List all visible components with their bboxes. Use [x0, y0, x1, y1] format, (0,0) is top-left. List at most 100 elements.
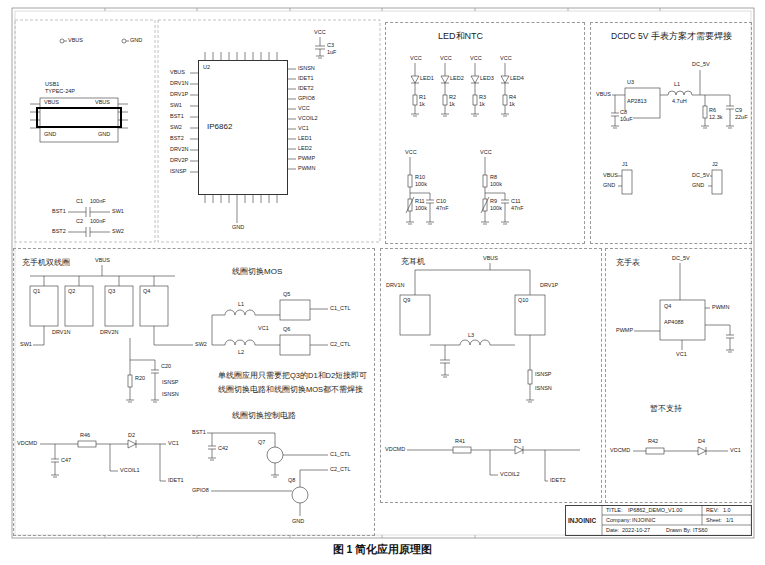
dual-coil-bridge [65, 286, 93, 326]
net-label: D4 [698, 439, 705, 445]
net-label: Q2 [68, 289, 75, 295]
title-cell-text: INJOINIC [568, 518, 596, 525]
earphone-bridge [440, 345, 450, 377]
net-label: VCOIL1 [120, 468, 140, 474]
net-label: VDCMD [17, 441, 37, 447]
net-label: DRV2N [170, 147, 189, 153]
net-label: 100nF [90, 199, 106, 205]
net-label: DC_5V [672, 256, 690, 262]
note-text: 线圈切换电路和线圈切换MOS都不需焊接 [218, 386, 363, 394]
region-boundary [158, 20, 380, 242]
net-label: 47nF [511, 206, 524, 212]
net-label: R4 [509, 95, 516, 101]
net-label: VC1 [730, 448, 741, 454]
net-label: J2 [712, 162, 718, 168]
net-label: R6 [709, 108, 716, 114]
dcdc-circuit [712, 170, 722, 194]
net-label: C2 [76, 219, 83, 225]
net-label: LED3 [480, 76, 494, 82]
net-label: C9 [735, 108, 742, 114]
led-symbol [503, 95, 507, 105]
net-label: ISNSN [535, 386, 552, 392]
earphone-bridge [528, 370, 532, 384]
ntc-divider [408, 199, 412, 211]
net-label: C1_CTL [330, 452, 350, 458]
usb-connector [30, 98, 128, 142]
net-label: USB1 [45, 82, 59, 88]
net-label: GND [98, 132, 110, 138]
net-label: 100k [415, 182, 427, 188]
dual-coil-bridge [30, 265, 175, 286]
net-label: C2_CTL [330, 467, 350, 473]
title-cell-text: Date: [606, 528, 619, 534]
net-label: R46 [80, 433, 90, 439]
net-label: IDET2 [298, 86, 314, 92]
dual-coil-bridge [128, 375, 132, 387]
coil-switch-mos [280, 335, 310, 355]
capacitor-symbol [315, 37, 325, 58]
section-heading: DCDC 5V 手表方案才需要焊接 [611, 32, 732, 41]
net-label: SW1 [112, 209, 124, 215]
net-label: DRV1P [540, 283, 558, 289]
net-label: L1 [238, 302, 244, 308]
ntc-divider [483, 175, 487, 187]
coil-switch-control [211, 470, 328, 516]
net-label: DRV2N [100, 330, 119, 336]
dual-coil-bridge [140, 286, 168, 326]
net-label: D3 [514, 439, 521, 445]
ic-pins [190, 73, 198, 172]
ntc-divider [483, 199, 487, 211]
net-label: VCC [410, 56, 422, 62]
net-label: SW2 [112, 229, 124, 235]
note-text: 线圈切换控制电路 [232, 412, 296, 420]
led-symbol [411, 63, 419, 116]
net-label: C1 [76, 199, 83, 205]
net-label: VC1 [258, 326, 269, 332]
coil-voltage-detect [78, 441, 96, 447]
net-label: TYPEC-24P [45, 89, 75, 95]
chip-label: IP6862 [207, 123, 232, 131]
net-label: LED1 [420, 76, 434, 82]
coil-switch-control [271, 455, 328, 477]
net-label: 100k [490, 206, 502, 212]
coil-switch-control [207, 433, 328, 516]
net-label: BST2 [170, 136, 184, 142]
net-label: 4.7uH [672, 99, 687, 105]
earphone-bridge [400, 263, 580, 481]
net-label: R2 [449, 95, 456, 101]
net-label: 100k [490, 182, 502, 188]
net-label: VDCMD [610, 448, 630, 454]
net-label: LED2 [450, 76, 464, 82]
sheet-border [105, 8, 660, 538]
net-label: J1 [622, 162, 628, 168]
title-block: TITLE:IP6862_DEMO_V1.00REV:1.0Company:IN… [565, 505, 752, 536]
earphone-bridge [515, 295, 545, 335]
net-label: GND [232, 225, 244, 231]
net-label: 1k [449, 102, 455, 108]
usb-connector [30, 104, 128, 128]
net-label: VBUS [596, 92, 611, 98]
net-label: ISNSN [162, 392, 179, 398]
net-label: PWMP [298, 156, 315, 162]
test-point [60, 39, 129, 43]
net-label: DC_5V [692, 62, 710, 68]
net-label: Q3 [108, 289, 115, 295]
dcdc-circuit [703, 106, 707, 118]
title-block-grid [602, 505, 752, 536]
net-label: VCC [470, 56, 482, 62]
watch-circuit [646, 448, 664, 454]
net-label: DRV1N [52, 330, 71, 336]
test-point [122, 39, 126, 43]
net-label: GND [44, 132, 56, 138]
highlight-box [37, 108, 121, 127]
note-text: 暂不支持 [650, 405, 682, 413]
section-region: 充耳机 [380, 248, 602, 503]
coil-voltage-detect [40, 440, 166, 481]
watch-circuit [633, 447, 728, 455]
net-label: IDET1 [298, 76, 314, 82]
title-cell-text: Company: [606, 518, 631, 524]
section-region: 充手表 [605, 248, 752, 503]
ntc-divider [406, 157, 509, 224]
net-label: 1k [419, 102, 425, 108]
net-label: R10 [415, 175, 425, 181]
